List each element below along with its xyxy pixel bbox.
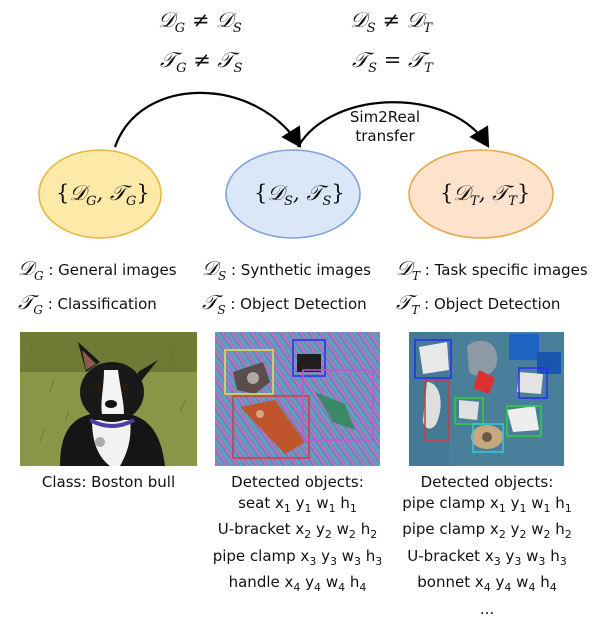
det-idx: 3	[375, 555, 382, 568]
det-label: bonnet	[417, 573, 470, 591]
detection-line: handle x4 y4 w4 h4	[200, 572, 395, 599]
det-label: U-bracket	[407, 547, 480, 565]
det-idx: 2	[349, 528, 356, 541]
sim2real-label: Sim2Real transfer	[340, 108, 430, 146]
det-idx: 2	[519, 528, 526, 541]
det-idx: 2	[325, 528, 332, 541]
task-illustration	[409, 332, 564, 466]
det-idx: 3	[330, 555, 337, 568]
detection-line: pipe clamp x3 y3 w3 h3	[200, 546, 395, 573]
legend-sub: S	[217, 303, 225, 317]
caption-target: Detected objects: pipe clamp x1 y1 w1 h1…	[392, 472, 582, 619]
legend-sub: T	[411, 303, 419, 317]
dog-illustration	[20, 332, 197, 466]
det-label: U-bracket	[218, 520, 291, 538]
arrow-general-to-synthetic	[115, 93, 300, 147]
caption-synthetic-title: Detected objects:	[200, 472, 395, 493]
legend-text: : Synthetic images	[231, 261, 371, 279]
legend-text: : General images	[48, 261, 176, 279]
node-sub: T	[470, 194, 479, 209]
detection-line: pipe clamp x1 y1 w1 h1	[392, 493, 582, 520]
det-label: pipe clamp	[402, 494, 485, 512]
node-sub: T	[508, 194, 517, 209]
det-idx: 1	[329, 502, 336, 515]
det-idx: 4	[484, 581, 491, 594]
legend-sub: G	[33, 303, 43, 317]
detection-line: seat x1 y1 w1 h1	[200, 493, 395, 520]
det-idx: 3	[538, 555, 545, 568]
det-idx: 4	[550, 581, 557, 594]
legend-sub: S	[218, 269, 226, 283]
det-idx: 4	[528, 581, 535, 594]
caption-synthetic: Detected objects: seat x1 y1 w1 h1 U-bra…	[200, 472, 395, 599]
detection-line: pipe clamp x2 y2 w2 h2	[392, 519, 582, 546]
legend-sub: T	[412, 269, 420, 283]
det-idx: 1	[544, 502, 551, 515]
det-idx: 1	[284, 502, 291, 515]
legend-dg: 𝒟G : General images	[18, 256, 177, 283]
det-idx: 2	[304, 528, 311, 541]
general-image-dog	[20, 332, 197, 466]
det-label: pipe clamp	[213, 547, 296, 565]
detection-line: U-bracket x3 y3 w3 h3	[392, 546, 582, 573]
det-label: pipe clamp	[402, 520, 485, 538]
det-idx: 4	[314, 581, 321, 594]
sim2real-line1: Sim2Real	[340, 108, 430, 127]
det-idx: 4	[359, 581, 366, 594]
det-idx: 3	[354, 555, 361, 568]
node-sub: S	[284, 194, 293, 209]
det-idx: 3	[514, 555, 521, 568]
legend-tt: 𝒯T : Object Detection	[396, 290, 560, 317]
legend-text: : Classification	[48, 295, 157, 313]
synthetic-illustration	[215, 332, 380, 466]
det-idx: 1	[565, 502, 572, 515]
det-idx: 4	[293, 581, 300, 594]
caption-target-title: Detected objects:	[392, 472, 582, 493]
det-idx: 2	[565, 528, 572, 541]
sim2real-line2: transfer	[340, 127, 430, 146]
legend-sub: G	[34, 269, 44, 283]
detection-line: bonnet x4 y4 w4 h4	[392, 572, 582, 599]
det-idx: 1	[305, 502, 312, 515]
det-idx: 3	[309, 555, 316, 568]
caption-general: Class: Boston bull	[20, 472, 197, 493]
det-label: handle	[229, 573, 280, 591]
node-target-label: {𝒟T, 𝒯T}	[440, 181, 530, 209]
caption-target-ellipsis: ...	[392, 599, 582, 619]
det-idx: 2	[544, 528, 551, 541]
legend-text: : Object Detection	[424, 295, 560, 313]
node-sub: G	[126, 194, 136, 209]
det-idx: 3	[494, 555, 501, 568]
legend-tg: 𝒯G : Classification	[18, 290, 157, 317]
det-idx: 4	[504, 581, 511, 594]
node-general-label: {𝒟G, 𝒯G}	[56, 181, 150, 209]
task-specific-image	[409, 332, 564, 466]
det-idx: 2	[499, 528, 506, 541]
det-label: seat	[238, 494, 270, 512]
node-sub: G	[86, 194, 96, 209]
det-idx: 3	[560, 555, 567, 568]
det-idx: 1	[350, 502, 357, 515]
legend-ds: 𝒟S : Synthetic images	[202, 256, 371, 283]
legend-text: : Object Detection	[230, 295, 366, 313]
det-idx: 2	[370, 528, 377, 541]
detection-line: U-bracket x2 y2 w2 h2	[200, 519, 395, 546]
det-idx: 1	[519, 502, 526, 515]
det-idx: 4	[338, 581, 345, 594]
legend-ts: 𝒯S : Object Detection	[202, 290, 367, 317]
legend-dt: 𝒟T : Task specific images	[396, 256, 588, 283]
node-synthetic-label: {𝒟S, 𝒯S}	[254, 181, 345, 209]
det-idx: 1	[499, 502, 506, 515]
legend-text: : Task specific images	[425, 261, 588, 279]
synthetic-image	[215, 332, 380, 466]
